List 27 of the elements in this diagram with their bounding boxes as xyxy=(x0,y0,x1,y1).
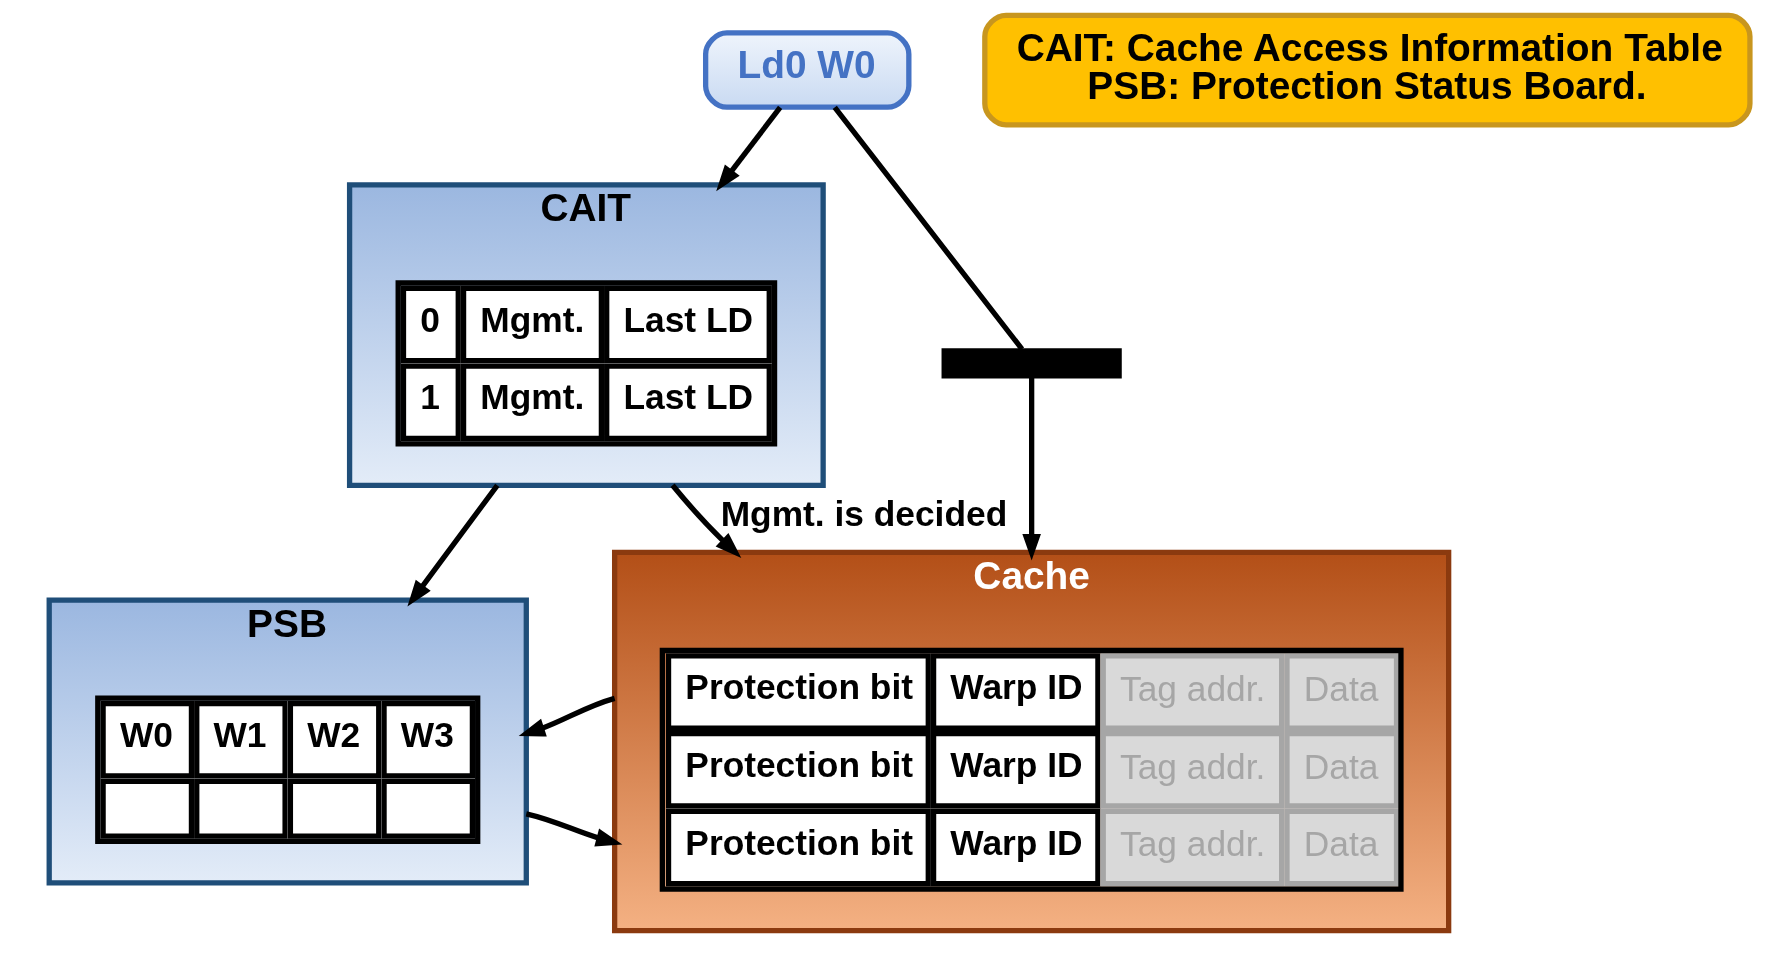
label: Protection bit xyxy=(685,667,913,707)
node-bar xyxy=(941,348,1122,379)
label: Mgmt. xyxy=(480,377,585,417)
arrow xyxy=(525,811,623,847)
label: Warp ID xyxy=(950,667,1083,707)
arrow xyxy=(716,105,783,192)
edge-label: Mgmt. is decided xyxy=(720,493,1008,533)
label: Protection bit xyxy=(685,744,913,784)
arrow xyxy=(1022,377,1041,561)
arrow xyxy=(670,483,742,558)
arrow xyxy=(407,483,500,607)
label: Last LD xyxy=(623,377,754,417)
node-box: CAIT: Cache Access Information Table PSB: Protection Status Board. xyxy=(982,12,1753,128)
label: 1 xyxy=(420,377,440,417)
arrow xyxy=(518,695,616,737)
node-box: Ld0 W0 xyxy=(703,30,912,110)
label: W0 xyxy=(119,714,173,754)
label: Warp ID xyxy=(950,744,1083,784)
label: W2 xyxy=(307,714,361,754)
label: Last LD xyxy=(623,299,754,339)
label: W1 xyxy=(213,714,267,754)
label: 0 xyxy=(420,299,440,339)
label: Mgmt. xyxy=(480,299,585,339)
connector xyxy=(832,105,1025,351)
label: Warp ID xyxy=(950,822,1083,862)
label: W3 xyxy=(400,714,454,754)
label: Protection bit xyxy=(685,822,913,862)
